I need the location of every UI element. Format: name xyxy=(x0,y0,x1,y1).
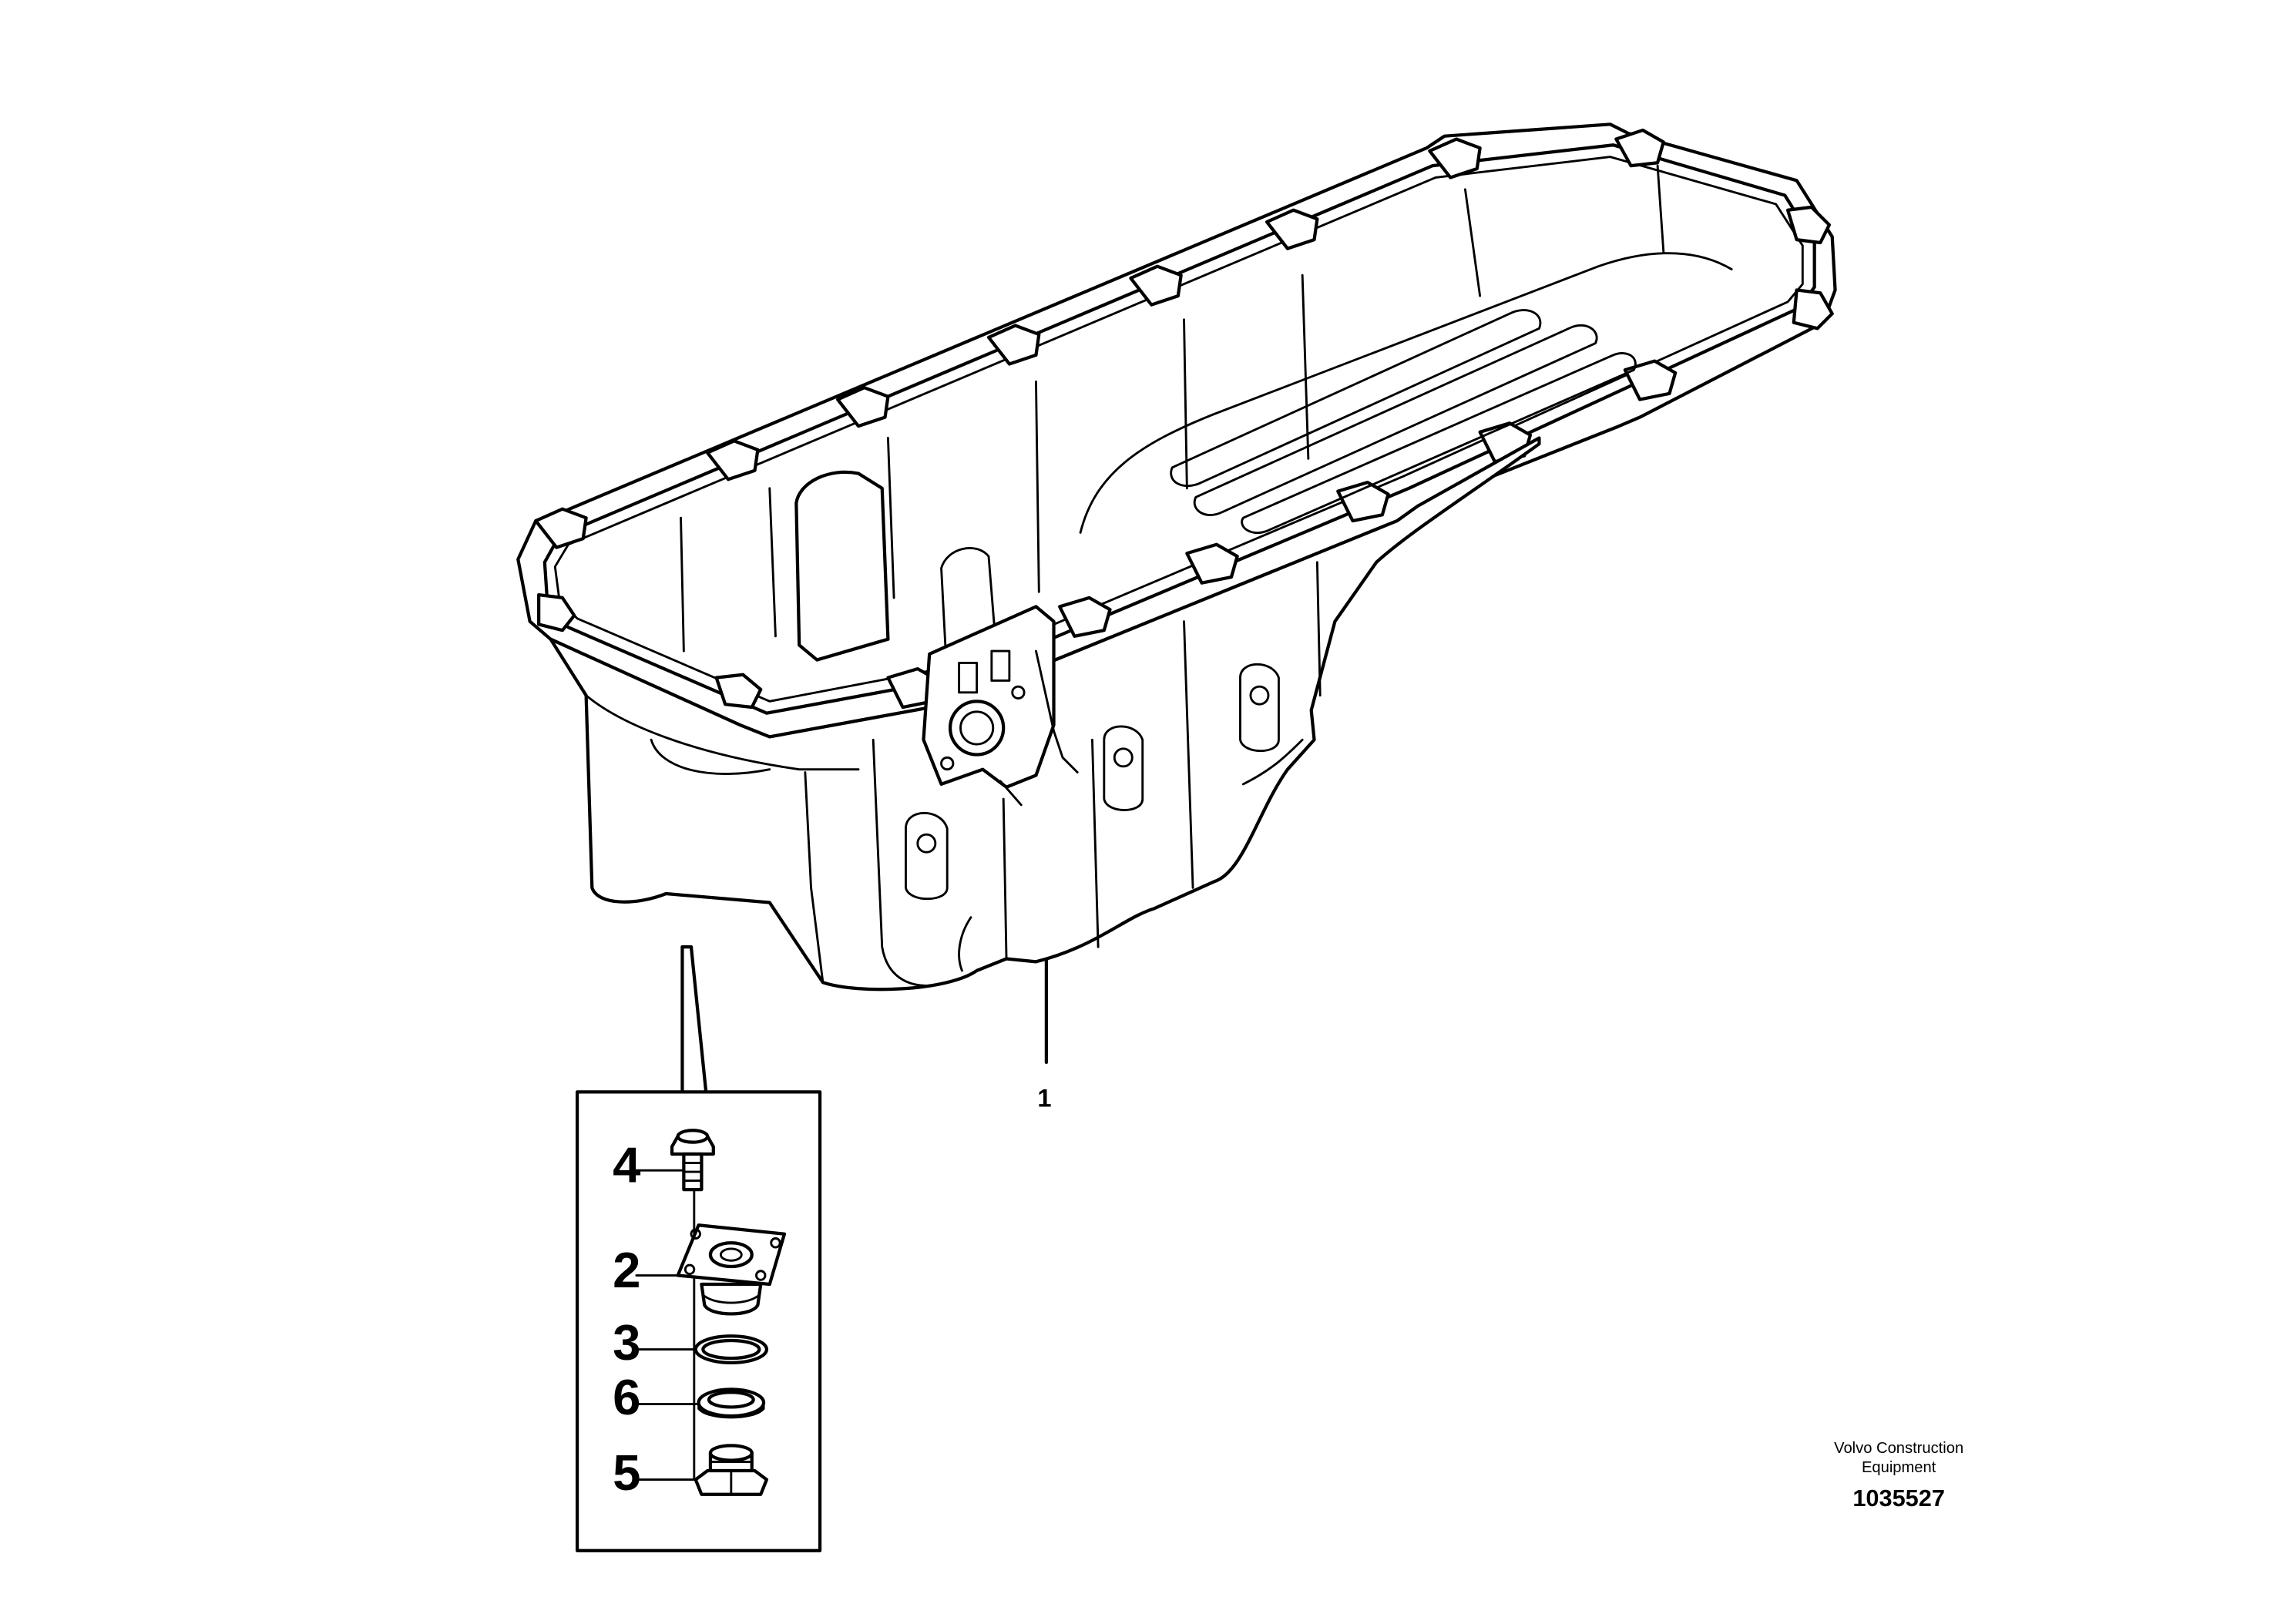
body-detail-lines xyxy=(585,561,1322,987)
callout-5: 5 xyxy=(613,1444,640,1501)
part-4-bolt xyxy=(670,1129,715,1192)
callout-6: 6 xyxy=(613,1369,640,1425)
document-number: 1035527 xyxy=(1852,1485,1945,1512)
inner-wall-lines xyxy=(680,164,1665,653)
sump-rib-2 xyxy=(1193,324,1598,516)
callout-4: 4 xyxy=(613,1137,640,1193)
part-2-cover xyxy=(676,1223,787,1316)
sump-rib-3 xyxy=(1241,352,1637,535)
sump-floor xyxy=(1079,252,1733,534)
oil-pan-drawing xyxy=(516,122,1837,1065)
sump-rib-1 xyxy=(1170,309,1542,487)
detail-leader-lines xyxy=(635,1169,700,1481)
callout-1: 1 xyxy=(1037,1084,1051,1112)
part-6-washer xyxy=(697,1387,766,1419)
brand-line-2: Equipment xyxy=(1862,1459,1936,1476)
callout-3: 3 xyxy=(613,1314,640,1371)
callout-2: 2 xyxy=(613,1242,640,1298)
part-5-drain-plug xyxy=(694,1444,769,1496)
flange-bolt-tabs xyxy=(534,128,1834,710)
detail-pointer xyxy=(680,945,708,1094)
brand-line-1: Volvo Construction xyxy=(1834,1440,1963,1457)
dipstick-tube-inner xyxy=(794,470,890,662)
side-bosses xyxy=(905,663,1280,901)
drain-plug-detail-box: 4 2 3 6 5 xyxy=(575,1090,822,1552)
front-bracket xyxy=(922,605,1079,807)
